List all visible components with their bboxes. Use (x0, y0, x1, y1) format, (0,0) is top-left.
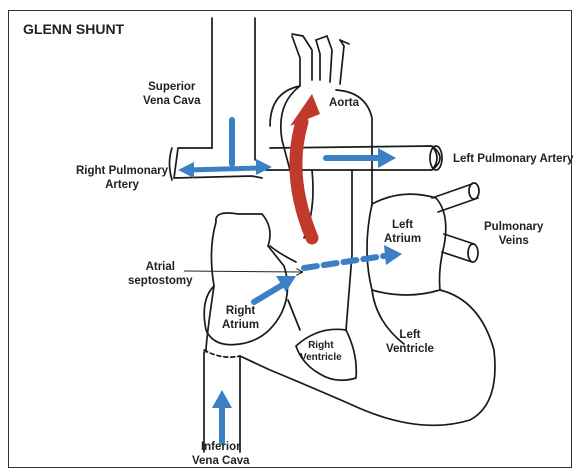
right-atrium-label: Right Atrium (222, 304, 259, 332)
inferior-vena-cava-label: Inferior Vena Cava (192, 440, 250, 468)
right-ventricle-label: Right Ventricle (300, 340, 342, 364)
rpa-flow-arrow (188, 168, 260, 170)
right-pulmonary-artery-label: Right Pulmonary Artery (76, 164, 168, 192)
aorta-flow-arrow (296, 122, 312, 238)
left-ventricle-label: Left Ventricle (386, 328, 434, 356)
pulmonary-veins-outline (432, 184, 478, 262)
page-title: GLENN SHUNT (23, 22, 124, 36)
left-pulmonary-artery-label: Left Pulmonary Artery (453, 152, 573, 166)
septostomy-flow-arrow (304, 256, 384, 268)
aorta-label: Aorta (329, 96, 359, 110)
atrial-septostomy-label: Atrial septostomy (128, 260, 193, 288)
atrial-septostomy-pointer (184, 271, 302, 272)
left-atrium-label: Left Atrium (384, 218, 421, 246)
pulmonary-veins-label: Pulmonary Veins (484, 220, 543, 248)
superior-vena-cava-label: Superior Vena Cava (143, 80, 201, 108)
aorta-outline (270, 36, 372, 208)
ra-flow-arrow (254, 284, 284, 302)
